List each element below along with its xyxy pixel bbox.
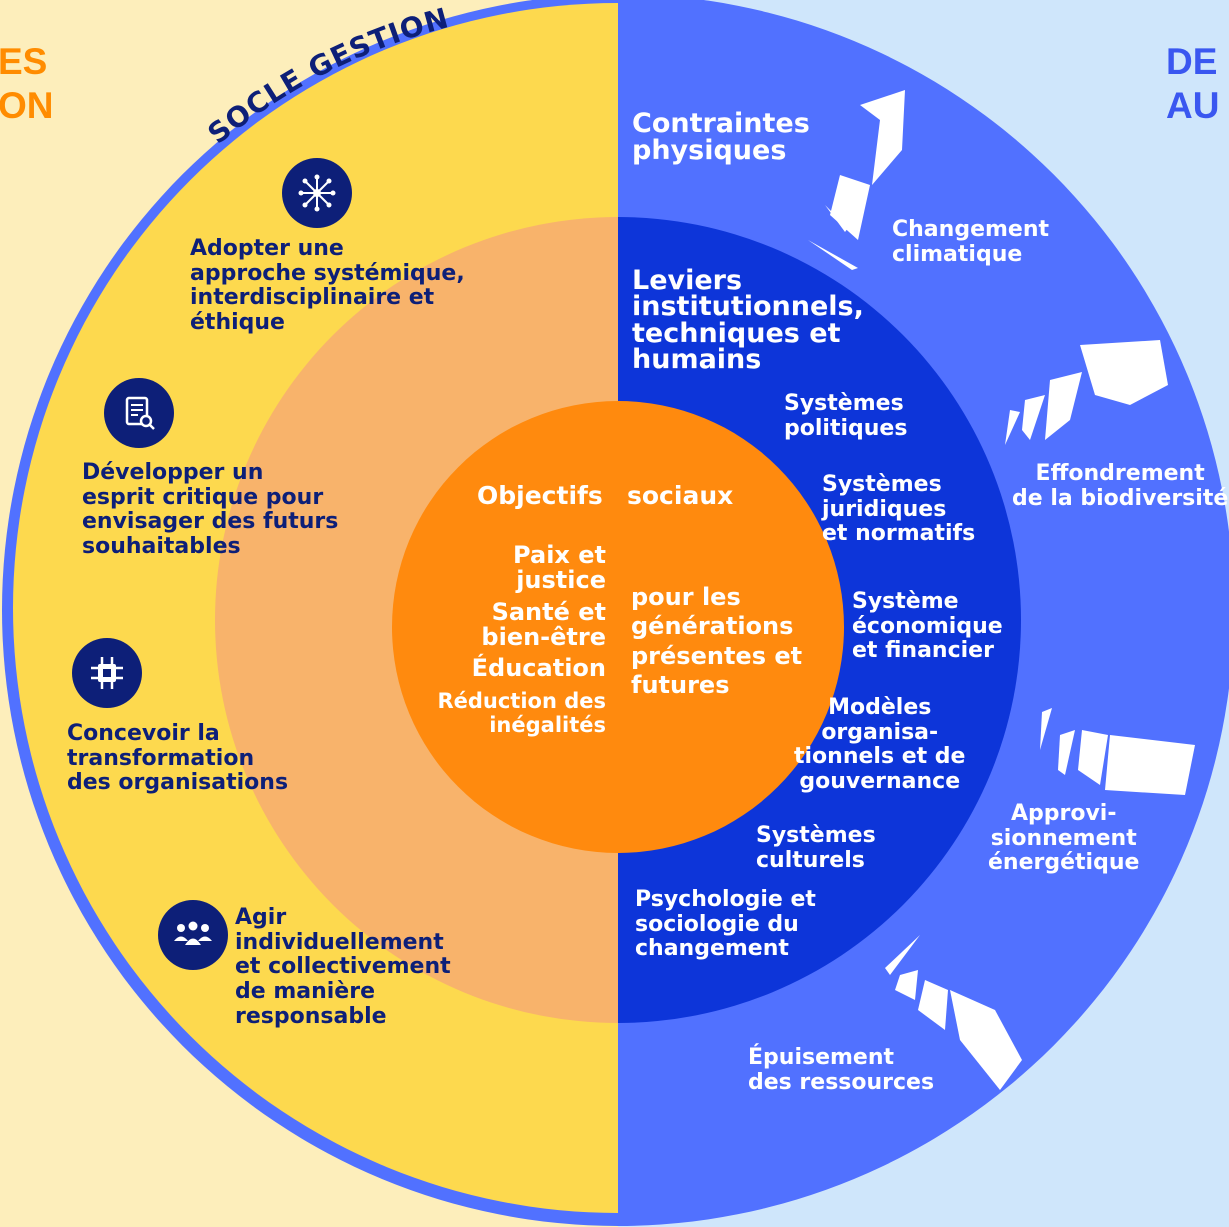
core-item-peace: Paix et justice — [513, 541, 606, 595]
shards-resources — [885, 935, 1022, 1090]
core-item-health: Santé et bien-être — [481, 598, 606, 652]
outer-item-resources: Épuisement des ressources — [748, 1045, 935, 1095]
corner-title-right: DE AU — [1166, 41, 1220, 127]
middle-right-title: Leviers institutionnels, techniques et h… — [632, 265, 864, 376]
core-title-left: Objectifs — [477, 481, 603, 510]
core-circle — [392, 401, 844, 853]
outer-item-biodiversity: Effondrement de la biodiversité — [1012, 461, 1229, 511]
core-title-right: sociaux — [627, 481, 734, 510]
chip-icon — [72, 638, 142, 708]
shards-biodiversity — [1005, 340, 1168, 445]
corner-title-left: ES ON — [0, 41, 54, 127]
people-group-icon — [158, 900, 228, 970]
core-right-text: pour les générations présentes et future… — [631, 583, 803, 699]
middle-item-cultural: Systèmes culturels — [756, 823, 876, 873]
core-item-inequality: Réduction des inégalités — [437, 689, 606, 737]
left-item-transformation: Concevoir la transformation des organisa… — [67, 721, 289, 796]
document-search-icon — [104, 378, 174, 448]
middle-item-legal: Systèmes juridiques et normatifs — [822, 472, 976, 547]
outer-item-energy: Approvi- sionnement énergétique — [988, 801, 1140, 876]
shards-energy — [1040, 708, 1195, 795]
network-icon — [282, 158, 352, 228]
middle-item-psychology: Psychologie et sociologie du changement — [635, 887, 816, 962]
middle-item-political: Systèmes politiques — [784, 391, 908, 441]
shards-climate — [808, 90, 905, 270]
middle-item-economic: Système économique et financier — [852, 589, 1003, 664]
outer-right-title: Contraintes physiques — [632, 108, 810, 166]
middle-item-organizational: Modèles organisa- tionnels et de gouvern… — [794, 695, 966, 794]
core-item-education: Éducation — [471, 654, 606, 682]
left-item-systemic: Adopter une approche systémique, interdi… — [190, 236, 465, 335]
left-item-critical: Développer un esprit critique pour envis… — [82, 460, 339, 559]
left-item-responsible: Agir individuellement et collectivement … — [235, 905, 451, 1029]
outer-item-climate: Changement climatique — [892, 217, 1050, 267]
